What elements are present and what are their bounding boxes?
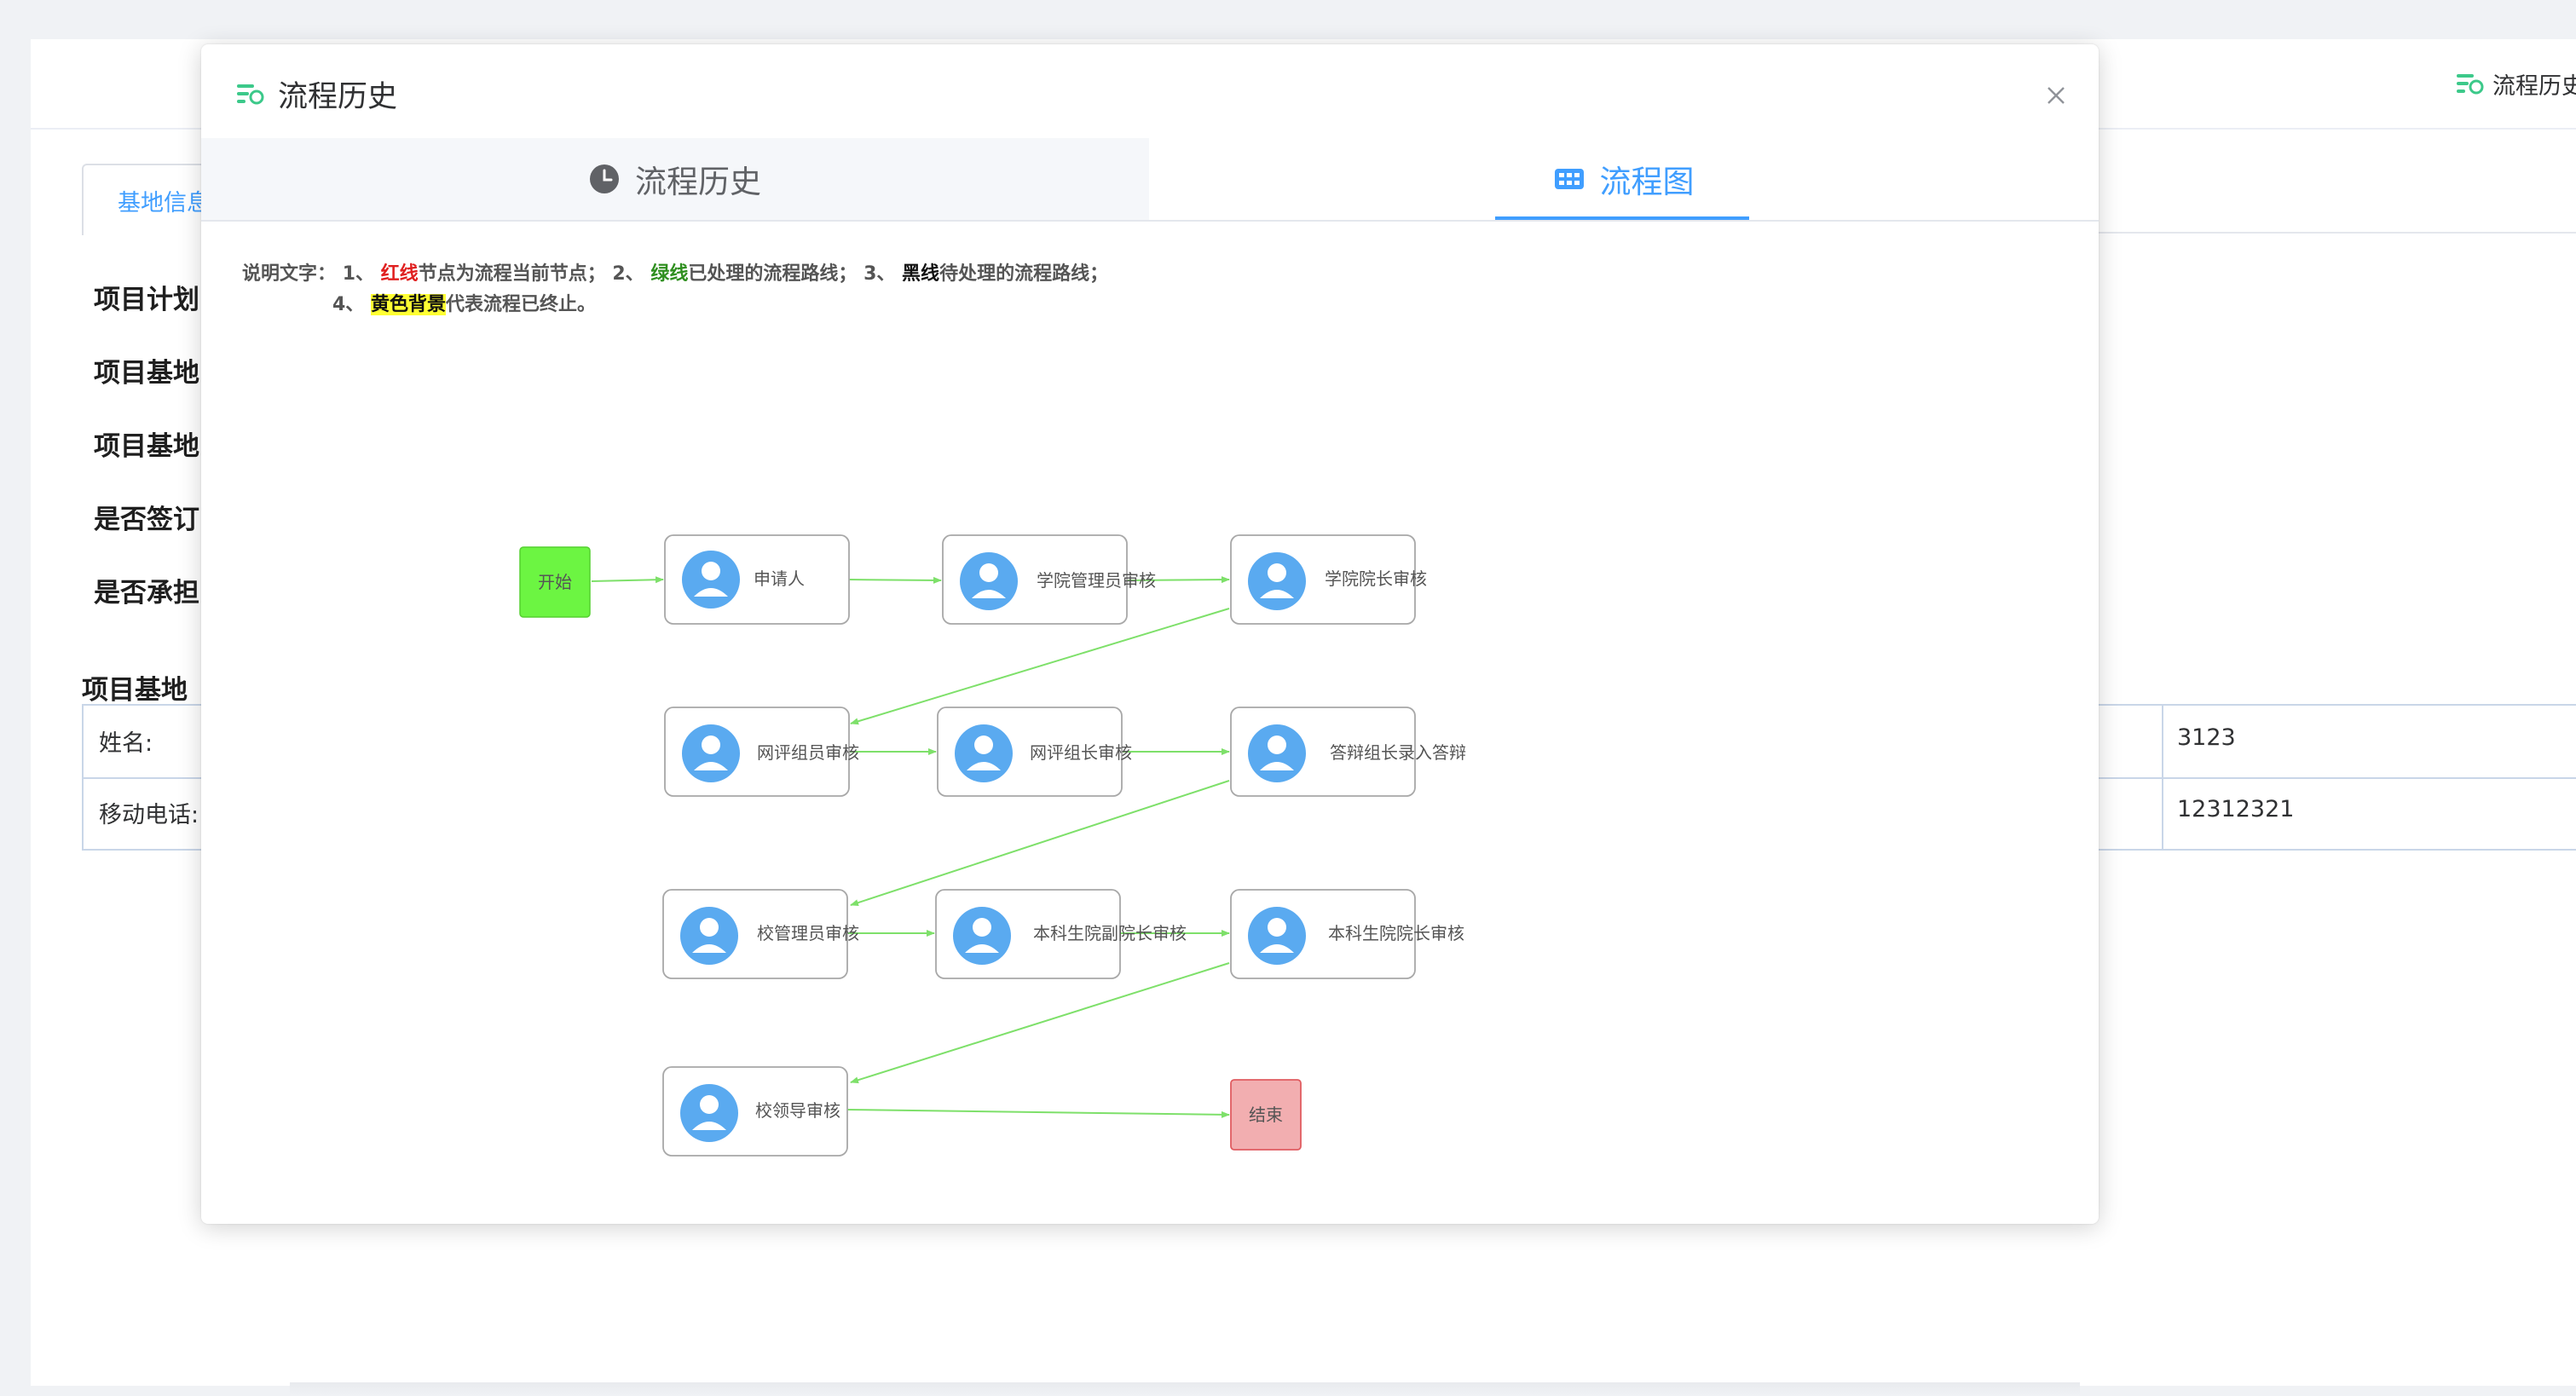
flow-end-node[interactable]: 结束 [1230, 1079, 1302, 1151]
flow-task-node[interactable]: 申请人 [664, 534, 850, 625]
flow-task-node[interactable]: 学院管理员审核 [942, 534, 1156, 625]
user-avatar-icon [1248, 907, 1306, 965]
dialog-tabs: 流程历史 流程图 [201, 138, 2099, 222]
flow-edge [850, 608, 1230, 725]
page-bottom-shadow [290, 1382, 2080, 1396]
legend-yellow-background: 黄色背景 [370, 294, 446, 315]
table-cell-value: 3123 [2177, 724, 2236, 751]
legend-black-line: 黑线 [902, 263, 940, 285]
legend-item4-text: 代表流程已终止。 [446, 294, 597, 315]
flow-edge [850, 962, 1230, 1084]
legend-green-line: 绿线 [650, 263, 689, 285]
legend-red-line: 红线 [380, 263, 419, 285]
field-label-base-2: 项目基地 [94, 431, 199, 462]
flow-task-node[interactable]: 答辩组长录入答辩 [1230, 707, 1466, 797]
legend-item3-text: 待处理的流程路线； [939, 263, 1109, 285]
user-avatar-icon [960, 552, 1018, 610]
flow-edges [591, 576, 1230, 1118]
flow-node-label: 本科生院院长审核 [1328, 923, 1464, 943]
legend-item1-num: 1、 [342, 263, 374, 285]
legend-description: 说明文字： 1、 红线节点为流程当前节点； 2、 绿线已处理的流程路线； 3、 … [242, 259, 1108, 320]
process-history-dialog: 流程历史 流程历史 流程图 [201, 44, 2099, 1224]
flow-node-label: 校管理员审核 [757, 923, 859, 943]
close-button[interactable] [2037, 77, 2075, 114]
tab-bar-line [2097, 232, 2576, 234]
user-avatar-icon [955, 724, 1013, 782]
flow-task-node[interactable]: 校管理员审核 [662, 889, 859, 979]
user-avatar-icon [680, 1084, 738, 1142]
field-label-plan: 项目计划 [94, 285, 199, 315]
flow-task-node[interactable]: 本科生院副院长审核 [935, 889, 1187, 979]
flowchart-icon [1554, 169, 1584, 189]
legend-line-2: 4、 黄色背景代表流程已终止。 [242, 290, 1108, 320]
flow-edge [850, 780, 1230, 906]
flow-task-node[interactable]: 网评组长审核 [937, 707, 1132, 797]
field-label-base-1: 项目基地 [94, 358, 199, 389]
user-avatar-icon [682, 724, 740, 782]
legend-item1-text: 节点为流程当前节点； [418, 263, 606, 285]
field-label-signed: 是否签订 [94, 505, 199, 535]
dialog-title: 流程历史 [235, 72, 397, 116]
background-history-link[interactable]: 流程历史 [2455, 66, 2576, 101]
user-avatar-icon [682, 551, 740, 609]
field-label-undertake: 是否承担 [94, 578, 199, 609]
flow-edge [591, 576, 664, 584]
background-history-label: 流程历史 [2492, 72, 2576, 100]
dialog-title-text: 流程历史 [278, 79, 398, 114]
active-tab-indicator [1495, 216, 1749, 220]
user-avatar-icon [680, 907, 738, 965]
table-cell-value: 12312321 [2177, 796, 2295, 822]
clock-icon [590, 164, 619, 193]
tab-flowchart-label: 流程图 [1599, 164, 1695, 200]
legend-item3-num: 3、 [863, 263, 896, 285]
tab-process-history[interactable]: 流程历史 [201, 138, 1149, 220]
flow-node-label: 申请人 [754, 568, 805, 589]
flow-node-label: 网评组长审核 [1030, 742, 1132, 763]
user-avatar-icon [953, 907, 1011, 965]
close-icon [2048, 87, 2065, 104]
legend-item4-num: 4、 [332, 294, 365, 315]
flow-node-label: 学院管理员审核 [1037, 570, 1156, 591]
table-cell-label: 移动电话: [99, 802, 199, 828]
tabs-divider [201, 220, 2099, 222]
tab-flowchart[interactable]: 流程图 [1149, 138, 2099, 220]
user-avatar-icon [1248, 724, 1306, 782]
legend-line-1: 说明文字： 1、 红线节点为流程当前节点； 2、 绿线已处理的流程路线； 3、 … [242, 259, 1108, 290]
section-title: 项目基地 [82, 675, 188, 706]
flow-node-label: 网评组员审核 [757, 742, 859, 763]
user-avatar-icon [1248, 552, 1306, 610]
flow-start-label: 开始 [538, 572, 572, 592]
process-history-icon [2457, 74, 2484, 95]
flow-node-label: 本科生院副院长审核 [1033, 923, 1187, 943]
process-history-icon [237, 84, 264, 105]
flow-edge [846, 1109, 1230, 1118]
flow-task-node[interactable]: 本科生院院长审核 [1230, 889, 1464, 979]
flow-end-label: 结束 [1249, 1105, 1283, 1125]
flow-node-label: 学院院长审核 [1325, 568, 1427, 589]
flow-task-node[interactable]: 学院院长审核 [1230, 534, 1427, 625]
legend-prefix: 说明文字： [242, 263, 337, 285]
flow-task-node[interactable]: 校领导审核 [662, 1066, 848, 1157]
flow-node-label: 校领导审核 [755, 1100, 840, 1121]
table-cell-label: 姓名: [99, 730, 153, 757]
tab-process-history-label: 流程历史 [635, 164, 761, 200]
flow-start-node[interactable]: 开始 [519, 546, 591, 618]
legend-item2-text: 已处理的流程路线； [688, 263, 858, 285]
flow-task-node[interactable]: 网评组员审核 [664, 707, 859, 797]
flow-node-label: 答辩组长录入答辩 [1330, 742, 1466, 763]
legend-item2-num: 2、 [612, 263, 644, 285]
flowchart-diagram: 开始 结束 申请人 学院管理员审核 [519, 534, 1466, 1157]
tab-base-info-label: 基地信息 [118, 189, 210, 216]
